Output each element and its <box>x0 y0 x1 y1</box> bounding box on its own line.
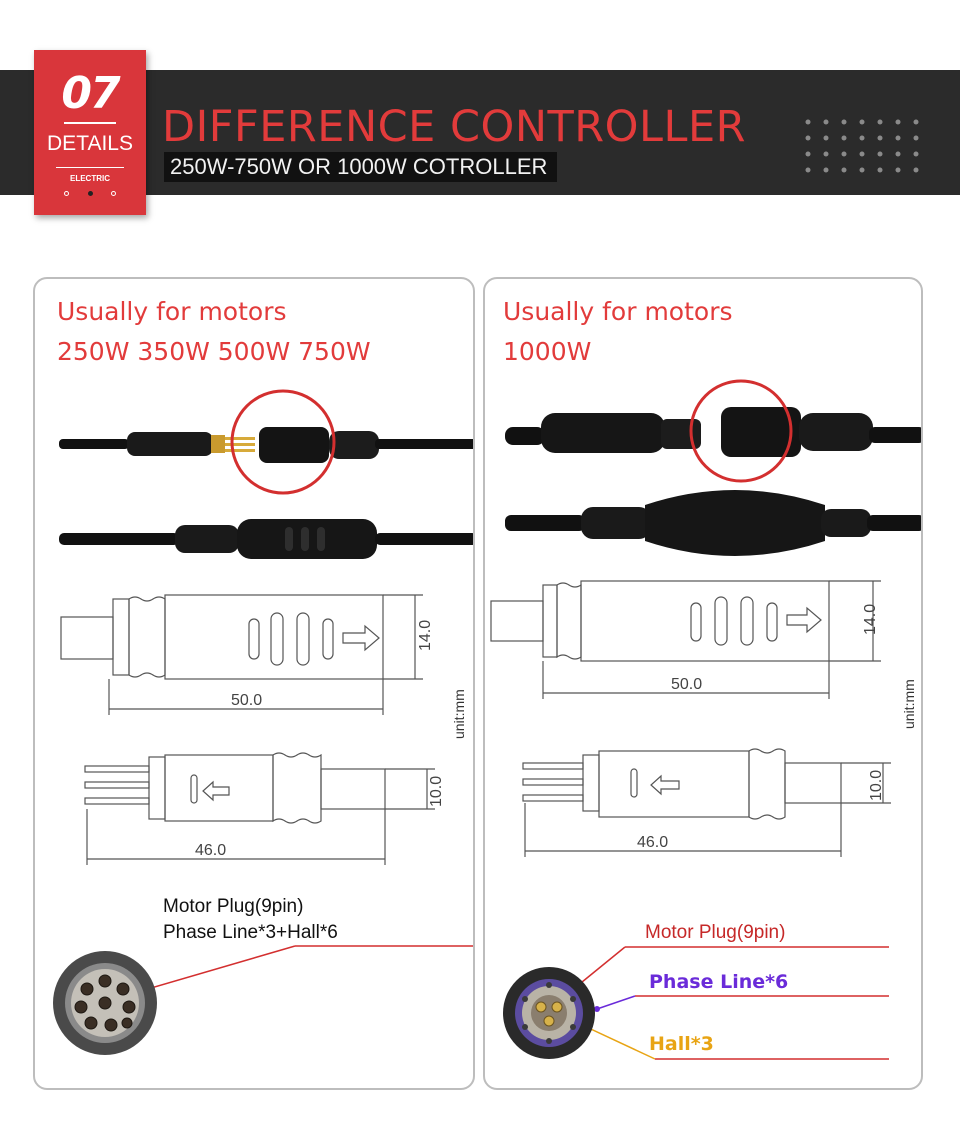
left-heading-line1: Usually for motors <box>57 297 287 326</box>
left-plug-label-line1: Motor Plug(9pin) <box>163 896 304 917</box>
page-title: DIFFERENCE CONTROLLER <box>162 102 746 152</box>
left-illustrations: 50.0 14.0 46.0 10.0 <box>53 389 473 1055</box>
left-drawing-top <box>60 594 435 865</box>
right-dim-width-bottom: 46.0 <box>637 834 668 851</box>
right-dim-width-top: 50.0 <box>671 676 702 693</box>
right-unit-label: unit:mm <box>901 679 917 729</box>
left-highlight-circle <box>230 389 336 495</box>
badge-mini-text: ELECTRIC <box>70 174 110 183</box>
right-drawing-top <box>490 580 891 857</box>
right-panel-1000w-controller: Usually for motors 1000W <box>483 277 923 1090</box>
right-heading-line2: 1000W <box>503 337 592 366</box>
right-dim-height-bottom: 10.0 <box>868 770 885 801</box>
right-plug-label: Motor Plug(9pin) <box>645 922 786 943</box>
right-heading-line1: Usually for motors <box>503 297 733 326</box>
page-subtitle: 250W-750W OR 1000W COTROLLER <box>164 152 558 182</box>
left-heading-line2: 250W 350W 500W 750W <box>57 337 371 366</box>
left-cable-joined <box>59 519 473 559</box>
right-dim-height-top: 14.0 <box>862 604 879 635</box>
left-plug-face <box>53 951 157 1055</box>
right-illustrations: 50.0 14.0 46.0 10.0 <box>490 379 921 1060</box>
left-panel-small-controller: Usually for motors 250W 350W 500W 750W <box>33 277 475 1090</box>
right-plug-face <box>503 967 595 1059</box>
right-cable-separated <box>505 407 921 457</box>
badge-dots <box>64 191 116 196</box>
left-dim-width-top: 50.0 <box>231 692 262 709</box>
right-phase-label: Phase Line*6 <box>649 971 789 993</box>
left-dim-width-bottom: 46.0 <box>195 842 226 859</box>
left-dim-height-top: 14.0 <box>417 620 434 651</box>
dot-grid-decoration <box>805 119 919 173</box>
badge-divider <box>64 122 116 124</box>
badge-label: DETAILS <box>47 132 133 155</box>
left-dim-height-bottom: 10.0 <box>428 776 445 807</box>
left-cable-separated <box>59 427 473 463</box>
right-highlight-circle <box>689 379 793 483</box>
badge-mini-logo: ELECTRIC <box>56 167 124 197</box>
left-dimension-labels: 50.0 14.0 46.0 10.0 <box>195 620 445 859</box>
right-hall-label: Hall*3 <box>649 1033 714 1055</box>
right-dimension-labels: 50.0 14.0 46.0 10.0 <box>637 604 885 851</box>
left-plug-label-line2: Phase Line*3+Hall*6 <box>163 922 338 943</box>
left-unit-label: unit:mm <box>451 689 467 739</box>
badge-number: 07 <box>61 68 120 119</box>
right-cable-joined <box>505 490 921 556</box>
section-badge: 07 DETAILS ELECTRIC <box>34 50 146 215</box>
